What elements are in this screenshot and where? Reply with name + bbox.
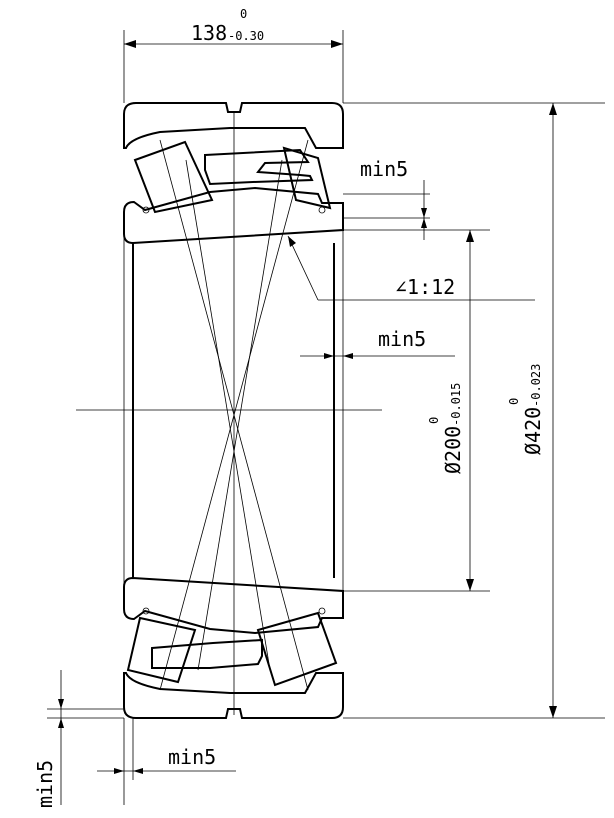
roller-left-bottom: [126, 616, 197, 684]
arrowheads: [58, 699, 64, 728]
taper-label: ∠1:12: [395, 275, 455, 299]
width-nominal: 138: [191, 21, 227, 45]
arrowheads: [324, 353, 353, 359]
bore-upper-tol: 0: [427, 417, 441, 424]
outer-ring-bottom: [123, 672, 344, 719]
chamfer-bottom-radial-label: min5: [33, 760, 57, 808]
chamfer-dot: [142, 206, 150, 214]
chamfer-inner-label: min5: [378, 327, 426, 351]
chamfer-outer-label: min5: [360, 157, 408, 181]
chamfer-dot: [318, 607, 326, 615]
chamfer-dot: [318, 206, 326, 214]
width-upper-tol: 0: [240, 7, 247, 21]
inner-ring-top: [123, 186, 344, 245]
bore-lower-tol: -0.015: [449, 383, 463, 426]
arrowheads: [421, 208, 427, 228]
arrowheads: [288, 236, 296, 247]
roller-right-top: [282, 146, 332, 210]
contact-line: [185, 159, 271, 671]
outer-dia-nominal: Ø420: [521, 407, 545, 455]
chamfer-dot: [142, 607, 150, 615]
contact-line: [159, 139, 309, 691]
width-lower-tol: -0.30: [228, 29, 264, 43]
cage-bottom: [151, 638, 263, 669]
taper-leader: [287, 235, 319, 301]
roller-left-top: [133, 140, 214, 214]
outer-dia-lower-tol: -0.023: [529, 364, 543, 407]
outer-ring-top: [123, 102, 344, 149]
bore-nominal: Ø200: [441, 426, 465, 474]
chamfer-bottom-axial-label: min5: [168, 745, 216, 769]
arrowheads: [114, 768, 143, 774]
cage-top: [204, 148, 314, 186]
inner-ring-bottom: [123, 576, 344, 635]
contact-line: [197, 159, 283, 671]
outer-dia-upper-tol: 0: [507, 398, 521, 405]
